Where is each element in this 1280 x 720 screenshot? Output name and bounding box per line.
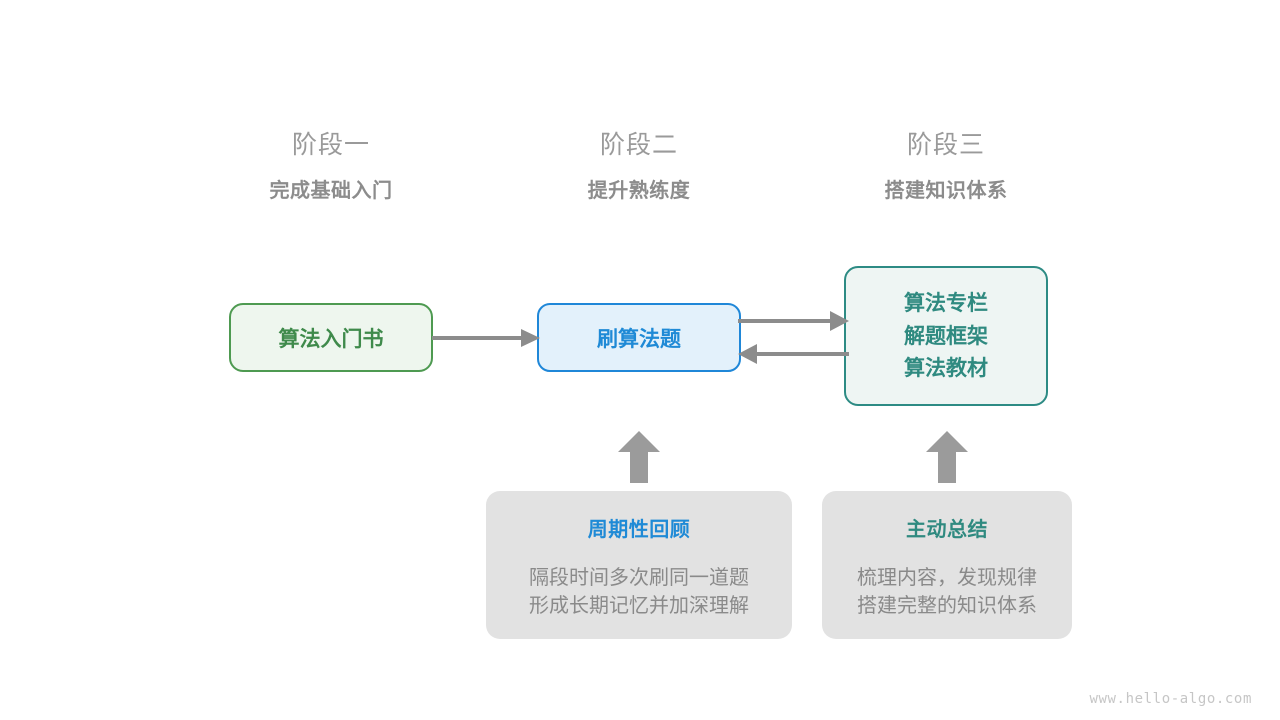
stage-title-2: 阶段二	[599, 130, 678, 159]
node-practice-problems-label: 刷算法题	[597, 326, 681, 351]
stage-header-3: 阶段三 搭建知识体系	[816, 131, 1076, 201]
card-active-summary-body-line-1: 梳理内容，发现规律	[857, 565, 1037, 589]
node-intro-book[interactable]: 算法入门书	[229, 303, 433, 372]
stage-subtitle-2: 提升熟练度	[587, 177, 691, 202]
stage-subtitle-3: 搭建知识体系	[884, 177, 1008, 202]
arrow-practice-to-resources	[738, 311, 849, 331]
arrow-resources-to-practice	[738, 344, 849, 364]
arrow-summary-to-resources	[926, 431, 968, 483]
node-resources-line-3: 算法教材	[904, 356, 988, 381]
stage-title-1: 阶段一	[291, 130, 370, 159]
card-active-summary[interactable]: 主动总结 梳理内容，发现规律 搭建完整的知识体系	[822, 491, 1072, 639]
node-intro-book-label: 算法入门书	[278, 326, 384, 351]
card-active-summary-title: 主动总结	[906, 517, 988, 541]
stage-title-3: 阶段三	[906, 130, 985, 159]
card-active-summary-body: 梳理内容，发现规律 搭建完整的知识体系	[822, 563, 1072, 620]
stage-header-1: 阶段一 完成基础入门	[201, 131, 461, 201]
card-periodic-review-title: 周期性回顾	[587, 517, 691, 541]
card-periodic-review-body-line-2: 形成长期记忆并加深理解	[529, 593, 749, 618]
card-periodic-review-body-line-1: 隔段时间多次刷同一道题	[529, 565, 749, 589]
node-learning-resources[interactable]: 算法专栏 解题框架 算法教材	[844, 266, 1048, 406]
card-active-summary-body-line-2: 搭建完整的知识体系	[857, 593, 1037, 618]
card-periodic-review[interactable]: 周期性回顾 隔段时间多次刷同一道题 形成长期记忆并加深理解	[486, 491, 792, 639]
stage-header-2: 阶段二 提升熟练度	[509, 131, 769, 201]
node-practice-problems[interactable]: 刷算法题	[537, 303, 741, 372]
node-resources-line-1: 算法专栏	[904, 291, 988, 316]
arrow-review-to-practice	[618, 431, 660, 483]
card-periodic-review-body: 隔段时间多次刷同一道题 形成长期记忆并加深理解	[486, 563, 792, 620]
arrow-book-to-practice	[432, 329, 540, 347]
node-resources-line-2: 解题框架	[904, 323, 988, 348]
watermark: www.hello-algo.com	[1089, 691, 1252, 707]
stage-subtitle-1: 完成基础入门	[269, 177, 393, 202]
